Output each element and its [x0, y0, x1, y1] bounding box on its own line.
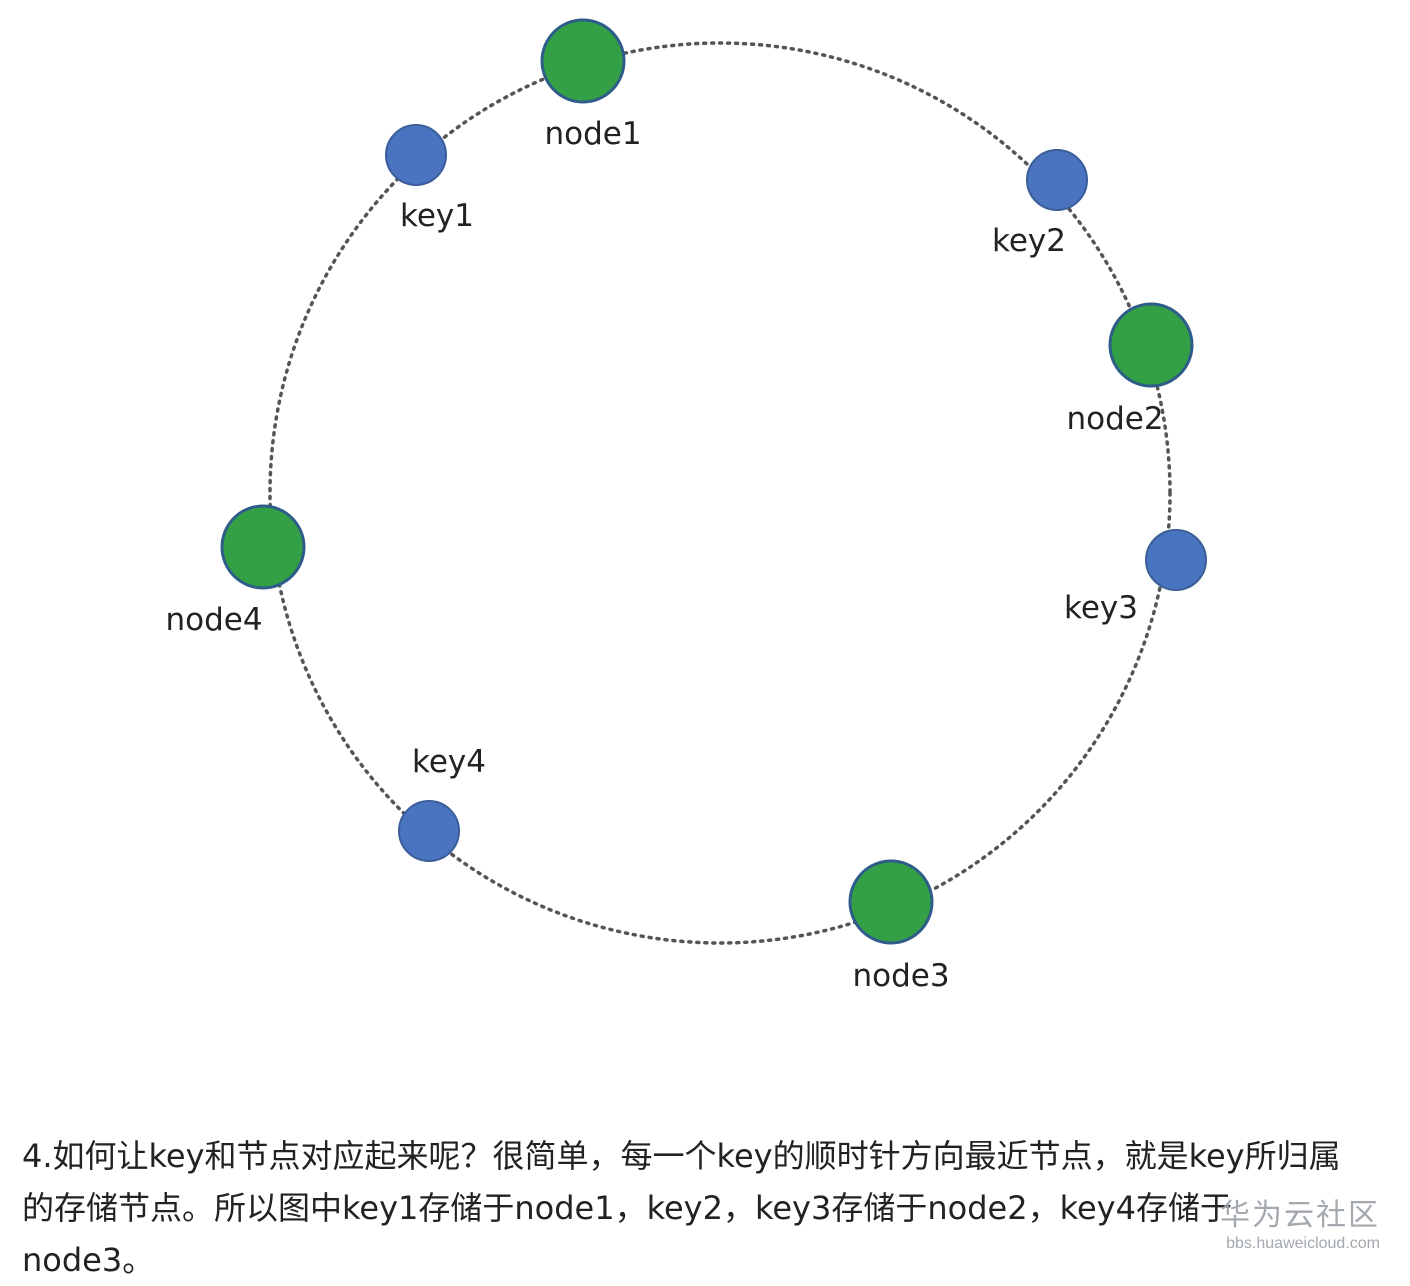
hash-ring — [268, 41, 1172, 945]
key-label: key4 — [412, 744, 486, 780]
key-key3: key3 — [1064, 529, 1207, 626]
hash-ring-diagram: node1 key1 key2 node2 key3 node3 key4 no… — [165, 18, 1207, 994]
key-label: key3 — [1064, 590, 1138, 626]
node-node2: node2 — [1066, 302, 1194, 437]
key-label: key2 — [992, 223, 1066, 259]
watermark: 华为云社区 bbs.huaweicloud.com — [1220, 1198, 1380, 1254]
key-circle — [1145, 529, 1207, 591]
node-label: node1 — [544, 116, 641, 152]
node-label: node3 — [852, 958, 949, 994]
node-label: node4 — [165, 602, 262, 638]
node-circle — [220, 504, 306, 590]
node-circle — [848, 859, 934, 945]
node-node4: node4 — [165, 504, 306, 638]
watermark-url: bbs.huaweicloud.com — [1226, 1235, 1380, 1252]
key-key1: key1 — [385, 124, 474, 234]
node-circle — [540, 18, 626, 104]
watermark-name: 华为云社区 — [1220, 1198, 1380, 1233]
key-circle — [1026, 149, 1088, 211]
node-node1: node1 — [540, 18, 642, 152]
key-label: key1 — [400, 198, 474, 234]
key-circle — [385, 124, 447, 186]
node-node3: node3 — [848, 859, 950, 994]
key-key4: key4 — [398, 744, 486, 862]
key-circle — [398, 800, 460, 862]
caption-paragraph: 4.如何让key和节点对应起来呢？很简单，每一个key的顺时针方向最近节点，就是… — [22, 1137, 1341, 1279]
node-label: node2 — [1066, 401, 1163, 437]
node-circle — [1108, 302, 1194, 388]
key-key2: key2 — [992, 149, 1088, 259]
